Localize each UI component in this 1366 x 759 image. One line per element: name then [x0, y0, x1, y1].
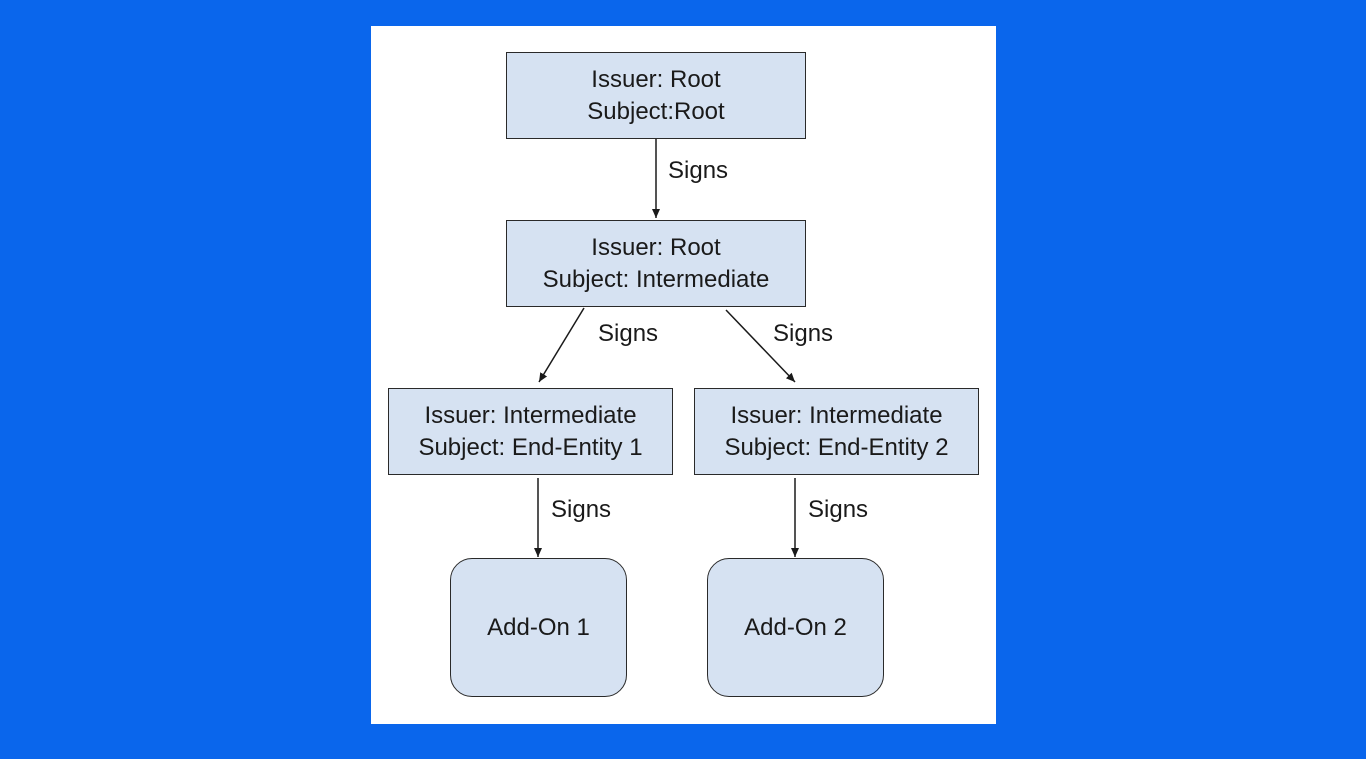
node-end-entity-1-subject: Subject: End-Entity 1 [418, 433, 643, 461]
node-end-entity-1-certificate: Issuer: Intermediate Subject: End-Entity… [388, 388, 673, 475]
edge-intermediate-to-end-entity-2 [725, 309, 796, 383]
diagram-edges [534, 139, 799, 557]
node-end-entity-2-issuer: Issuer: Intermediate [730, 401, 943, 429]
node-intermediate-subject: Subject: Intermediate [542, 265, 770, 293]
node-end-entity-2-subject: Subject: End-Entity 2 [724, 433, 949, 461]
node-addon-1: Add-On 1 [450, 558, 627, 697]
edge-intermediate-to-end-entity-1 [538, 307, 585, 383]
node-addon-1-label: Add-On 1 [487, 613, 590, 641]
node-intermediate-issuer: Issuer: Root [591, 233, 721, 261]
node-root-certificate: Issuer: Root Subject:Root [506, 52, 806, 139]
edge-label-intermediate-signs-ee1: Signs [598, 320, 659, 347]
node-addon-2-label: Add-On 2 [744, 613, 847, 641]
diagram-canvas: Issuer: Root Subject:Root Issuer: Root S… [371, 26, 996, 724]
node-addon-2: Add-On 2 [707, 558, 884, 697]
edge-label-ee2-signs: Signs [808, 496, 869, 523]
node-end-entity-2-certificate: Issuer: Intermediate Subject: End-Entity… [694, 388, 979, 475]
node-end-entity-1-issuer: Issuer: Intermediate [424, 401, 637, 429]
edge-label-root-signs: Signs [668, 157, 729, 184]
edge-label-intermediate-signs-ee2: Signs [773, 320, 834, 347]
node-root-subject: Subject:Root [587, 97, 725, 125]
node-root-issuer: Issuer: Root [591, 65, 721, 93]
node-intermediate-certificate: Issuer: Root Subject: Intermediate [506, 220, 806, 307]
edge-label-ee1-signs: Signs [551, 496, 612, 523]
